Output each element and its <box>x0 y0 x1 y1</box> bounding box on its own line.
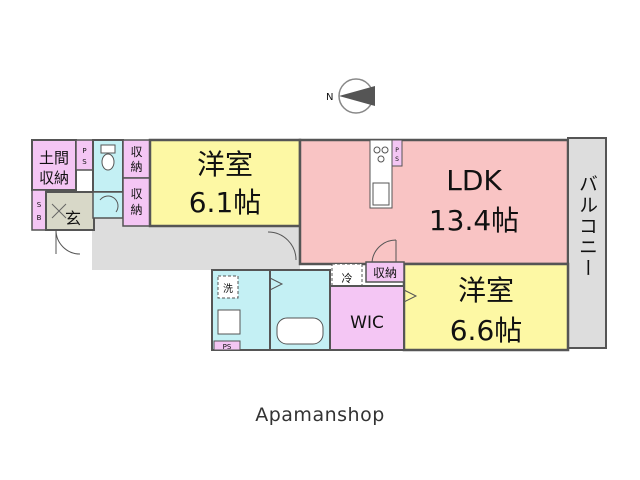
closet-1 <box>122 139 151 179</box>
shoe-box-label-b: B <box>37 214 42 222</box>
walk-in-closet-name: WIC <box>350 313 384 333</box>
closet-2 <box>122 177 151 227</box>
shoe-box <box>31 189 47 231</box>
ldk <box>298 138 570 266</box>
sink-icon <box>372 182 390 206</box>
washer-space <box>217 275 239 299</box>
wash-door-swing-icon <box>99 195 119 213</box>
closet-2-label-b: 納 <box>130 203 142 217</box>
bathtub-icon <box>276 317 324 345</box>
western-room-2-size: 6.6帖 <box>450 314 523 347</box>
vanity-icon <box>217 309 241 335</box>
ldk-size: 13.4帖 <box>429 204 519 237</box>
entrance-label: 玄 <box>65 209 81 228</box>
compass: N <box>326 78 375 114</box>
ldk-name: LDK <box>446 164 502 197</box>
stove-burner-icon-1 <box>373 146 381 154</box>
doma-storage-line2: 収納 <box>39 169 69 187</box>
doma-storage <box>31 139 77 191</box>
western-room-1-name: 洋室 <box>197 148 253 181</box>
ldk-door-swing-icon <box>371 239 397 265</box>
balcony-name: バルコニー <box>576 174 598 279</box>
western-room-1 <box>148 138 302 228</box>
stove-burner-icon-3 <box>377 155 385 163</box>
compass-needle-icon <box>339 86 375 106</box>
stove-burner-icon-2 <box>381 146 389 154</box>
balcony <box>567 137 607 349</box>
fridge-label: 冷 <box>342 272 353 285</box>
pipe-space-2 <box>391 139 403 167</box>
brand-watermark: Apamanshop <box>255 404 385 426</box>
western-room-1-size: 6.1帖 <box>189 186 262 219</box>
western-room-2-name: 洋室 <box>458 274 514 307</box>
entrance-hatch-icon <box>51 203 67 219</box>
closet-3 <box>365 261 405 283</box>
closet-1-label-a: 収 <box>130 145 142 159</box>
pipe-space-3-label: PS <box>223 343 232 351</box>
pipe-space-1-label-p: P <box>82 147 86 155</box>
toilet-icon <box>101 153 115 171</box>
shoe-box-label-s: S <box>37 201 42 209</box>
pipe-space-2-label-p: P <box>395 147 399 154</box>
washer-label: 洗 <box>223 283 233 295</box>
doma-storage-line1: 土間 <box>39 149 69 167</box>
pipe-space-1-label-s: S <box>82 158 87 166</box>
closet-1-label-b: 納 <box>130 160 142 174</box>
toilet-tank-icon <box>100 144 116 154</box>
compass-north-label: N <box>326 92 333 103</box>
closet-2-label-a: 収 <box>130 187 142 201</box>
western-room-2 <box>402 262 570 352</box>
pipe-space-3 <box>213 340 241 351</box>
closet-3-label: 収納 <box>373 266 397 280</box>
entrance-door-swing-icon <box>55 229 81 255</box>
western-room-1-door-swing-icon <box>267 231 297 261</box>
pipe-space-2-label-s: S <box>395 156 399 163</box>
